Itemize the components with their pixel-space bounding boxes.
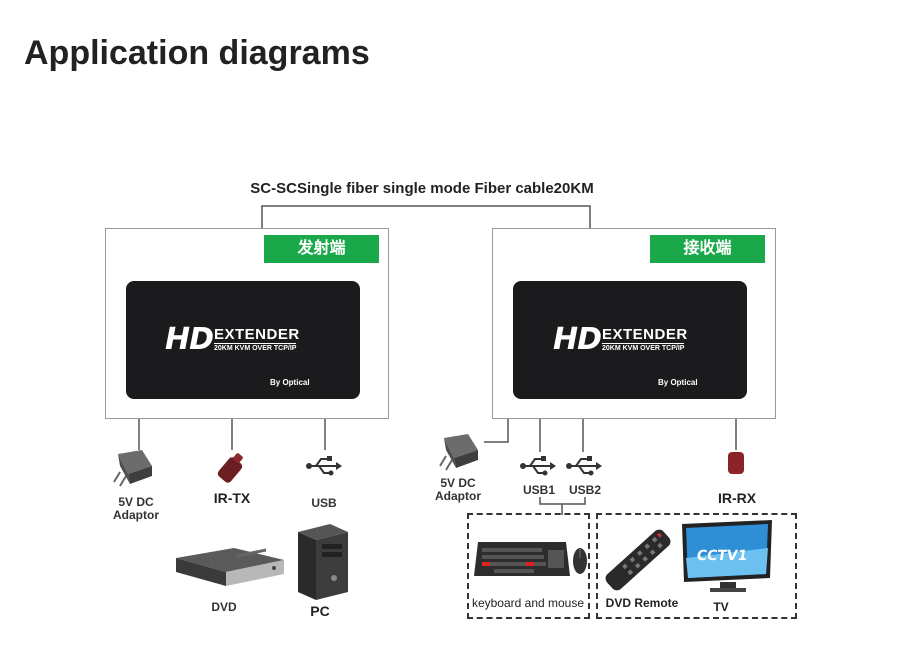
- receiver-hd-logo: HD: [553, 322, 602, 357]
- receiver-device: [513, 281, 747, 399]
- remote-tv-group: [596, 513, 797, 619]
- transmitter-badge: 发射端: [264, 235, 379, 263]
- keyboard-mouse-group: [467, 513, 590, 619]
- mouse-icon: [573, 548, 587, 574]
- pc-tower-icon: [298, 524, 348, 600]
- rx-power-label-text: 5V DC Adaptor: [435, 476, 481, 503]
- receiver-product-subtitle: 20KM KVM OVER TCP/IP: [602, 343, 685, 352]
- transmitter-by-optical: By Optical: [270, 378, 310, 387]
- tx-power-label-text: 5V DC Adaptor: [113, 495, 159, 522]
- pc-label: PC: [310, 603, 330, 619]
- usb2-label: USB2: [568, 483, 601, 497]
- transmitter-product-subtitle: 20KM KVM OVER TCP/IP: [214, 343, 297, 352]
- tx-power-label: 5V DC Adaptor: [104, 496, 168, 522]
- tx-usb-label: USB: [311, 496, 337, 510]
- page-title: Application diagrams: [24, 34, 370, 72]
- usb-icon: [306, 456, 342, 476]
- transmitter-device: [126, 281, 360, 399]
- dvd-remote-label: DVD Remote: [605, 596, 679, 610]
- ir-receiver-icon: [728, 452, 744, 474]
- dvd-player-icon: [176, 548, 284, 586]
- power-adapter-icon: [113, 450, 152, 487]
- keyboard-icon: [474, 542, 570, 576]
- tv-label: TV: [713, 600, 729, 614]
- tx-ir-label: IR-TX: [213, 490, 251, 506]
- dvd-remote-icon: [605, 529, 671, 591]
- fiber-cable-label: SC-SCSingle fiber single mode Fiber cabl…: [250, 180, 594, 197]
- keyboard-mouse-label: keyboard and mouse: [471, 596, 585, 610]
- tv-icon: CCTV1: [682, 520, 772, 592]
- usb-bracket: [539, 497, 586, 505]
- transmitter-product-name: EXTENDER: [214, 326, 300, 343]
- usb2-icon: [566, 456, 602, 476]
- transmitter-hd-logo: HD: [165, 322, 214, 357]
- tv-screen-text: CCTV1: [696, 548, 749, 564]
- dvd-label: DVD: [211, 600, 237, 614]
- rx-power-adapter-icon: [439, 434, 478, 471]
- receiver-by-optical: By Optical: [658, 378, 698, 387]
- rx-ir-label: IR-RX: [717, 490, 757, 506]
- ir-transmitter-icon: [217, 453, 243, 483]
- receiver-product-name: EXTENDER: [602, 326, 688, 343]
- usb1-label: USB1: [522, 483, 555, 497]
- rx-power-lead: [484, 419, 509, 443]
- rx-power-label: 5V DC Adaptor: [426, 477, 490, 503]
- fiber-cable-line: [261, 205, 591, 228]
- receiver-badge: 接收端: [650, 235, 765, 263]
- usb1-icon: [520, 456, 556, 476]
